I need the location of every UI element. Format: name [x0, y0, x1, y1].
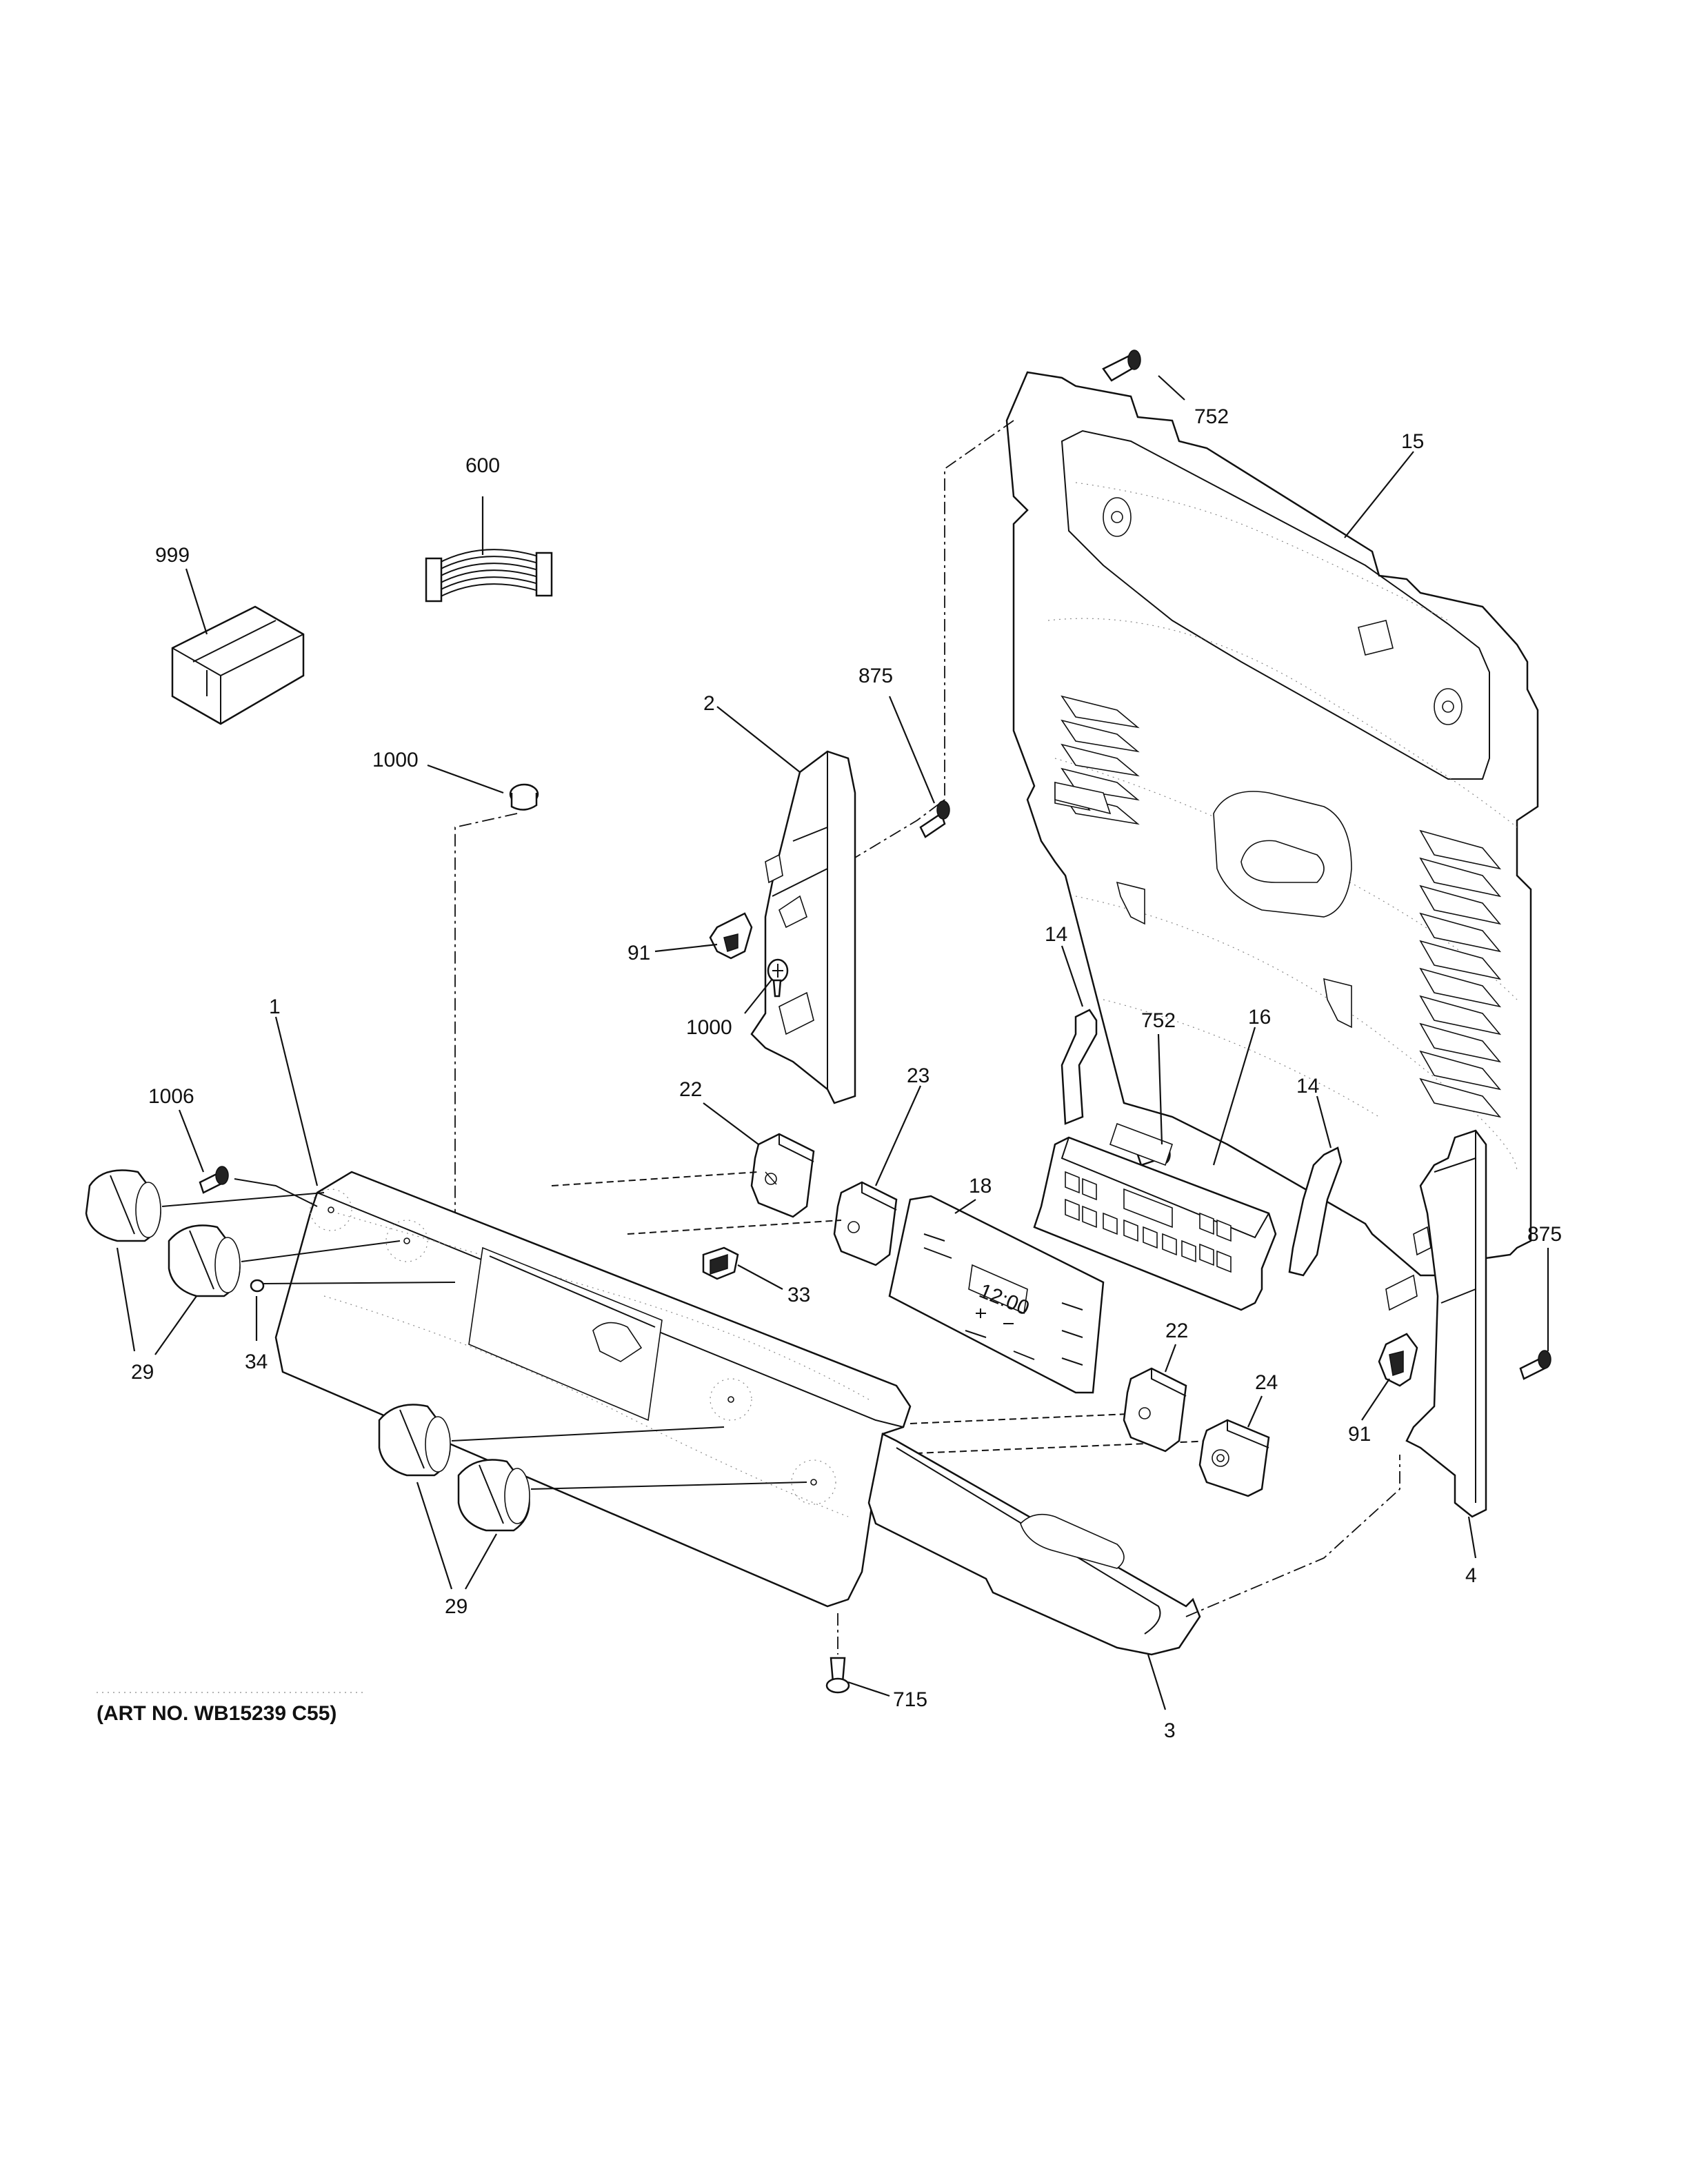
back-panel-part: [1005, 371, 1539, 1277]
callout-752-top: 752: [1194, 405, 1229, 428]
clip-91-right: [1378, 1333, 1418, 1387]
callout-875-left: 875: [858, 665, 893, 687]
callout-715: 715: [893, 1688, 927, 1711]
callout-91-left: 91: [627, 942, 650, 964]
bracket-14-right: [1288, 1146, 1343, 1277]
callout-1000-top: 1000: [372, 749, 419, 771]
left-end-cap-part: [750, 750, 856, 1104]
wire-harness-part: [425, 549, 553, 603]
switch-24: [1198, 1419, 1270, 1497]
callout-16: 16: [1248, 1006, 1271, 1029]
callout-1: 1: [269, 995, 281, 1018]
bottom-trim-part: [867, 1433, 1201, 1656]
callout-33: 33: [787, 1284, 810, 1306]
callout-18: 18: [969, 1175, 992, 1197]
callout-14-left: 14: [1045, 923, 1067, 946]
callout-600: 600: [465, 454, 500, 477]
callout-29-bottom: 29: [445, 1595, 468, 1618]
screw-715: [825, 1657, 850, 1694]
screw-875-right: [1519, 1350, 1551, 1380]
callout-4: 4: [1465, 1564, 1477, 1587]
callout-22-bottom: 22: [1165, 1320, 1188, 1342]
callout-752-mid: 752: [1141, 1009, 1176, 1032]
plug-1000-top: [509, 783, 539, 811]
callout-15: 15: [1401, 430, 1424, 453]
right-end-cap-part: [1385, 1129, 1487, 1518]
knob-29-b: [168, 1224, 241, 1297]
panel-dials: [310, 1189, 836, 1505]
callout-34: 34: [245, 1351, 268, 1373]
callout-2: 2: [703, 692, 715, 715]
callout-1000-mid: 1000: [686, 1016, 732, 1039]
box-kit-part: [171, 605, 305, 725]
clip-91-left: [709, 912, 753, 960]
knob-29-d: [457, 1459, 530, 1532]
callout-24: 24: [1255, 1371, 1278, 1394]
rocker-33: [702, 1246, 739, 1280]
screw-1000-mid: [767, 958, 789, 998]
callout-3: 3: [1164, 1719, 1176, 1742]
control-overlay-part: 12:00: [888, 1195, 1105, 1394]
art-number: (ART NO. WB15239 C55): [97, 1702, 336, 1725]
switch-22-bottom: [1123, 1367, 1187, 1453]
leader-lines: [116, 375, 1549, 1710]
pin-34: [250, 1279, 265, 1293]
callout-91-right: 91: [1348, 1423, 1371, 1446]
vent-slots-right: [1419, 829, 1502, 1118]
control-board-part: [1033, 1122, 1277, 1570]
callout-999: 999: [155, 544, 190, 567]
callout-875-right: 875: [1527, 1223, 1562, 1246]
switch-23: [833, 1181, 898, 1266]
callout-29-left: 29: [131, 1361, 154, 1384]
screw-1006: [199, 1166, 229, 1194]
callout-labels: 752 15 600 999 875 2 1000 91 1000 14 752…: [131, 405, 1562, 1742]
control-panel-part: [274, 1171, 912, 1608]
bracket-14-left: [1061, 1009, 1098, 1125]
knob-29-c: [378, 1404, 451, 1477]
callout-14-right: 14: [1296, 1075, 1319, 1098]
callout-22-top: 22: [679, 1078, 702, 1101]
knob-29-a: [85, 1169, 161, 1242]
screw-752-top: [1102, 350, 1141, 382]
callout-1006: 1006: [148, 1085, 194, 1108]
screw-875-left: [919, 800, 950, 838]
callout-23: 23: [907, 1064, 930, 1087]
switch-22-top: [750, 1133, 815, 1218]
